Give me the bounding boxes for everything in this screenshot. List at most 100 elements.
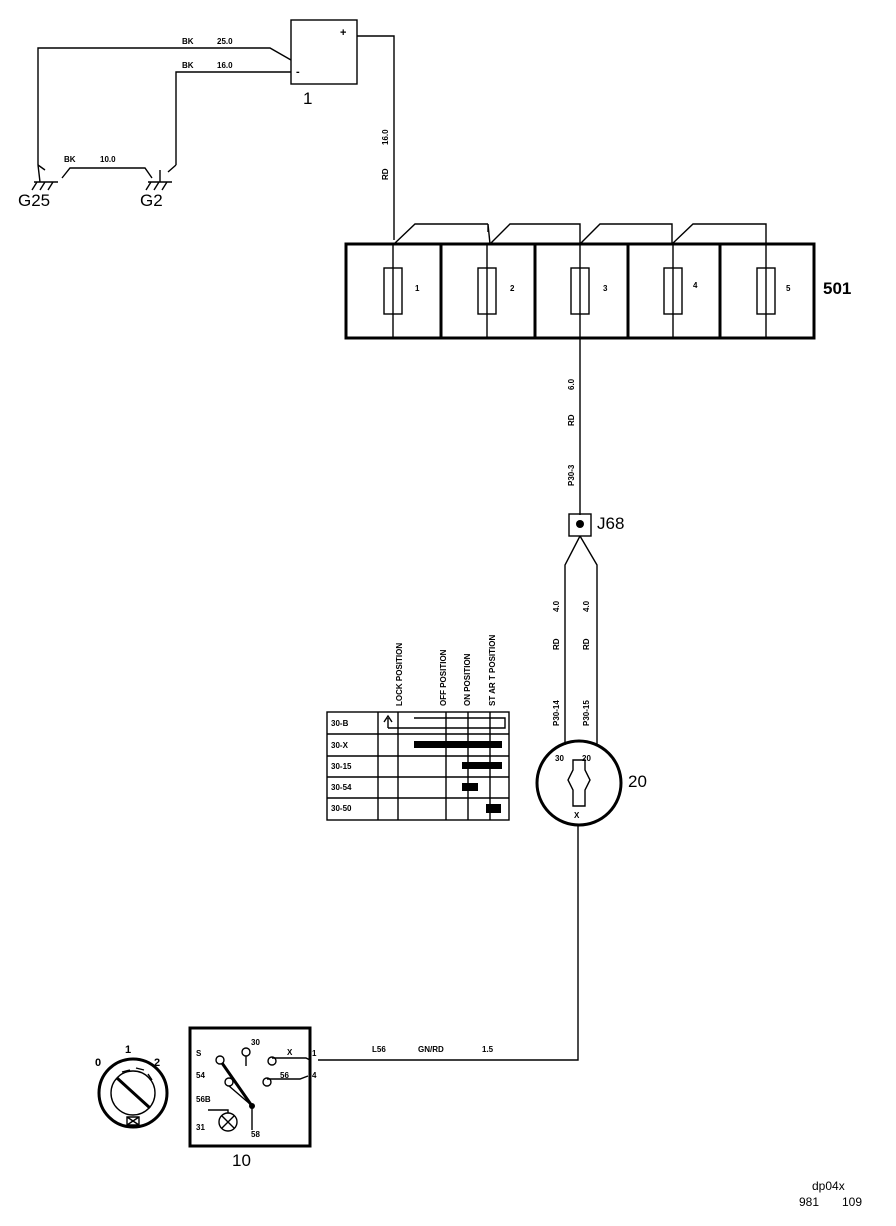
knob-pos-0: 0 xyxy=(95,1057,101,1069)
ignition-pin-20: 20 xyxy=(582,754,591,763)
fuse-4: 4 xyxy=(663,244,698,338)
fuse-2: 2 xyxy=(477,244,515,338)
wire-rd-pair xyxy=(564,535,598,745)
footer-code: dp04x xyxy=(812,1179,845,1193)
wire-rd-batt-color: RD xyxy=(381,168,390,180)
ls-terminal-54: 54 xyxy=(196,1071,205,1080)
fuse-box-number: 501 xyxy=(823,279,851,298)
wire-bk-gnd-color: BK xyxy=(64,155,76,164)
table-bar-30-50 xyxy=(486,804,501,813)
ls-terminal-31: 31 xyxy=(196,1123,205,1132)
fuse-busbar xyxy=(393,223,767,245)
fuse-1-label: 1 xyxy=(415,284,420,293)
wire-bk-gnd xyxy=(37,164,177,179)
table-row-30-54: 30-54 xyxy=(331,783,352,792)
battery: + - 1 xyxy=(290,19,358,108)
ls-terminal-58: 58 xyxy=(251,1130,260,1139)
ground-g2: G2 xyxy=(140,170,172,210)
switch-position-table: 30-B 30-X 30-15 30-54 30-50 LOCK POSITIO… xyxy=(326,635,510,821)
wire-rd-left-color: RD xyxy=(552,638,561,650)
ls-internal-wires xyxy=(228,1056,311,1130)
ls-terminal-s: S xyxy=(196,1049,202,1058)
fuse-box: 1 2 3 4 5 501 xyxy=(344,223,851,340)
wire-l56-size: 1.5 xyxy=(482,1045,494,1054)
ls-pin-1: 1 xyxy=(312,1049,317,1058)
table-col-lines xyxy=(377,712,491,820)
wire-l56 xyxy=(318,825,579,1061)
fuse-3: 3 xyxy=(570,244,608,338)
battery-plus-label: + xyxy=(340,27,346,39)
table-row-30-15: 30-15 xyxy=(331,762,352,771)
wire-bk-mid-color: BK xyxy=(182,61,194,70)
ls-terminal-56b: 56B xyxy=(196,1095,211,1104)
table-col-start: ST AR T POSITION xyxy=(488,635,497,706)
fuse-5: 5 xyxy=(756,244,791,338)
wire-rd-batt-size: 16.0 xyxy=(381,129,390,145)
fuse-dividers xyxy=(439,244,722,338)
footer-num-a: 981 xyxy=(799,1195,819,1209)
light-switch: S 30 X 54 56 56B 31 58 1 4 10 xyxy=(188,1026,317,1170)
fuse-3-label: 3 xyxy=(603,284,608,293)
footer-num-b: 109 xyxy=(842,1195,862,1209)
table-frame xyxy=(326,711,510,821)
wire-bk-mid-size: 16.0 xyxy=(217,61,233,70)
wire-l56-id: L56 xyxy=(372,1045,386,1054)
ls-terminal-56: 56 xyxy=(280,1071,289,1080)
ignition-pin-x: X xyxy=(574,811,580,820)
wire-rd-fuse-color: RD xyxy=(567,414,576,426)
fuse-2-label: 2 xyxy=(510,284,515,293)
ls-pin-4: 4 xyxy=(312,1071,317,1080)
table-col-off: OFF POSITION xyxy=(439,649,448,706)
table-bar-30-x xyxy=(414,741,502,748)
table-row-30-50: 30-50 xyxy=(331,804,352,813)
key-slot-icon xyxy=(567,759,591,807)
battery-number: 1 xyxy=(303,89,312,108)
table-bar-30-15 xyxy=(462,762,502,769)
ls-wiper xyxy=(220,1062,254,1107)
wire-bk-top-color: BK xyxy=(182,37,194,46)
ignition-switch-body xyxy=(535,739,623,827)
knob-pos-1: 1 xyxy=(125,1044,131,1056)
wire-rd-batt xyxy=(357,35,395,240)
light-switch-number: 10 xyxy=(232,1151,251,1170)
wire-rd-right-color: RD xyxy=(582,638,591,650)
table-row-30-b: 30-B xyxy=(331,719,349,728)
wire-rd-left-id: P30-14 xyxy=(552,700,561,726)
ignition-switch: 30 20 X 20 xyxy=(535,739,647,827)
fuse-4-label: 4 xyxy=(693,281,698,290)
knob-pos-2: 2 xyxy=(154,1057,160,1069)
wire-rd-right-id: P30-15 xyxy=(582,700,591,726)
wire-bk-gnd-size: 10.0 xyxy=(100,155,116,164)
wire-rd-fuse-id: P30-3 xyxy=(567,464,576,486)
battery-body xyxy=(290,19,358,85)
table-lock-arrow xyxy=(383,714,506,729)
ignition-pin-30: 30 xyxy=(555,754,564,763)
ls-terminal-x: X xyxy=(287,1048,293,1057)
battery-minus-label: - xyxy=(296,66,300,78)
junction-j68-label: J68 xyxy=(597,514,624,533)
table-bar-30-54 xyxy=(462,783,478,791)
fuse-5-label: 5 xyxy=(786,284,791,293)
fuse-1: 1 xyxy=(383,244,420,338)
wire-bk-top-size: 25.0 xyxy=(217,37,233,46)
wire-bk-top xyxy=(37,47,292,165)
ground-g25: G25 xyxy=(18,164,58,210)
light-switch-body xyxy=(188,1026,312,1148)
lamp-icon xyxy=(208,1109,238,1132)
wire-rd-fuse-size: 6.0 xyxy=(567,378,576,390)
wire-rd-right-size: 4.0 xyxy=(582,600,591,612)
wire-rd-left-size: 4.0 xyxy=(552,600,561,612)
light-knob-icon: 0 1 2 xyxy=(95,1044,169,1129)
ground-g2-label: G2 xyxy=(140,191,163,210)
table-row-lines xyxy=(327,733,509,799)
table-col-on: ON POSITION xyxy=(463,653,472,706)
table-row-30-x: 30-X xyxy=(331,741,349,750)
diagram-footer: dp04x 981 109 xyxy=(799,1179,862,1209)
wire-l56-color: GN/RD xyxy=(418,1045,444,1054)
ls-terminal-30: 30 xyxy=(251,1038,260,1047)
table-col-lock: LOCK POSITION xyxy=(395,643,404,706)
junction-j68: J68 xyxy=(568,513,624,537)
ground-g25-label: G25 xyxy=(18,191,50,210)
